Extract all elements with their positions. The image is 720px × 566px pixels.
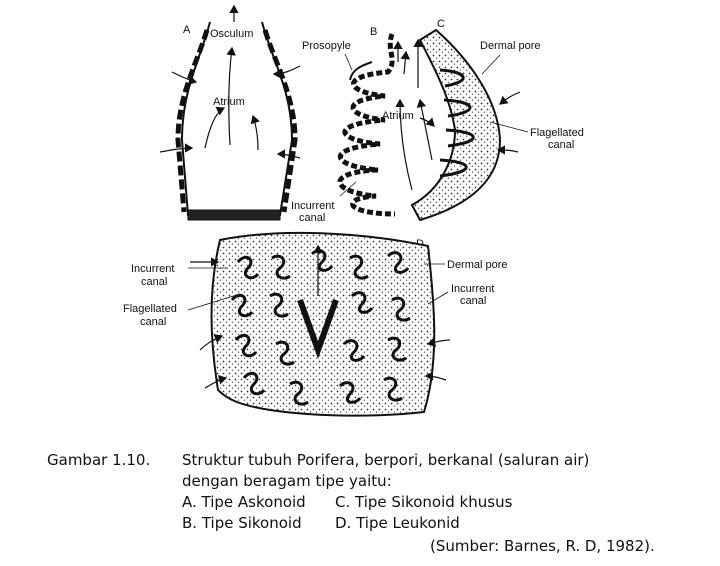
panel-d-leukonid: D Incurrent canal Flagellated canal [123,231,508,417]
panel-b-syconoid: B Prosopyle Atrium Incurrent canal [291,26,435,224]
porifera-structure-diagram: A Osculum Atrium B Prosopyle Atrium Incu… [123,4,584,417]
label-flagellated-canal-d-2: canal [140,316,166,328]
caption-options-row-1: A. Tipe Askonoid C. Tipe Sikonoid khusus [182,492,702,513]
base-wall [187,209,281,221]
panel-letter-b: B [370,26,377,38]
panel-letter-c: C [437,18,445,30]
label-incurrent-canal-b-2: canal [299,212,325,224]
label-prosopyle: Prosopyle [302,40,351,52]
label-atrium-b: Atrium [382,110,414,122]
caption-number: Gambar 1.10. [47,451,151,469]
caption-line-1: Struktur tubuh Porifera, berpori, berkan… [182,451,590,469]
label-incurrent-canal-b-1: Incurrent [291,200,334,212]
label-osculum: Osculum [210,28,253,40]
caption-option-d: D. Tipe Leukonid [335,514,460,532]
label-dermal-pore-c: Dermal pore [480,40,541,52]
caption-body: Struktur tubuh Porifera, berpori, berkan… [182,450,702,534]
label-incurrent-canal-d-right-1: Incurrent [451,283,494,295]
label-incurrent-canal-d-left-2: canal [141,276,167,288]
caption-source: (Sumber: Barnes, R. D, 1982). [430,537,655,555]
panel-c-syconoid-khusus: C Dermal pore Flagellated canal [410,18,584,222]
label-flagellated-canal-c-2: canal [548,139,574,151]
central-channel [297,298,339,359]
body-leukonid [210,231,436,417]
canal-chambers [230,249,411,406]
caption-option-a: A. Tipe Askonoid [182,493,306,511]
label-incurrent-canal-d-left-1: Incurrent [131,263,174,275]
caption-option-b: B. Tipe Sikonoid [182,514,302,532]
label-dermal-pore-d: Dermal pore [447,259,508,271]
caption-options-row-2: B. Tipe Sikonoid D. Tipe Leukonid [182,513,702,534]
panel-letter-a: A [183,24,191,36]
caption-line-2: dengan beragam tipe yaitu: [182,472,392,490]
label-flagellated-canal-d-1: Flagellated [123,303,177,315]
label-atrium-a: Atrium [213,96,245,108]
figure-caption: Gambar 1.10. Struktur tubuh Porifera, be… [0,450,720,566]
label-incurrent-canal-d-right-2: canal [460,295,486,307]
caption-option-c: C. Tipe Sikonoid khusus [335,493,513,511]
panel-a-asconoid: A Osculum Atrium [159,4,301,221]
label-flagellated-canal-c-1: Flagellated [530,127,584,139]
flow-arrow-center [226,46,236,146]
